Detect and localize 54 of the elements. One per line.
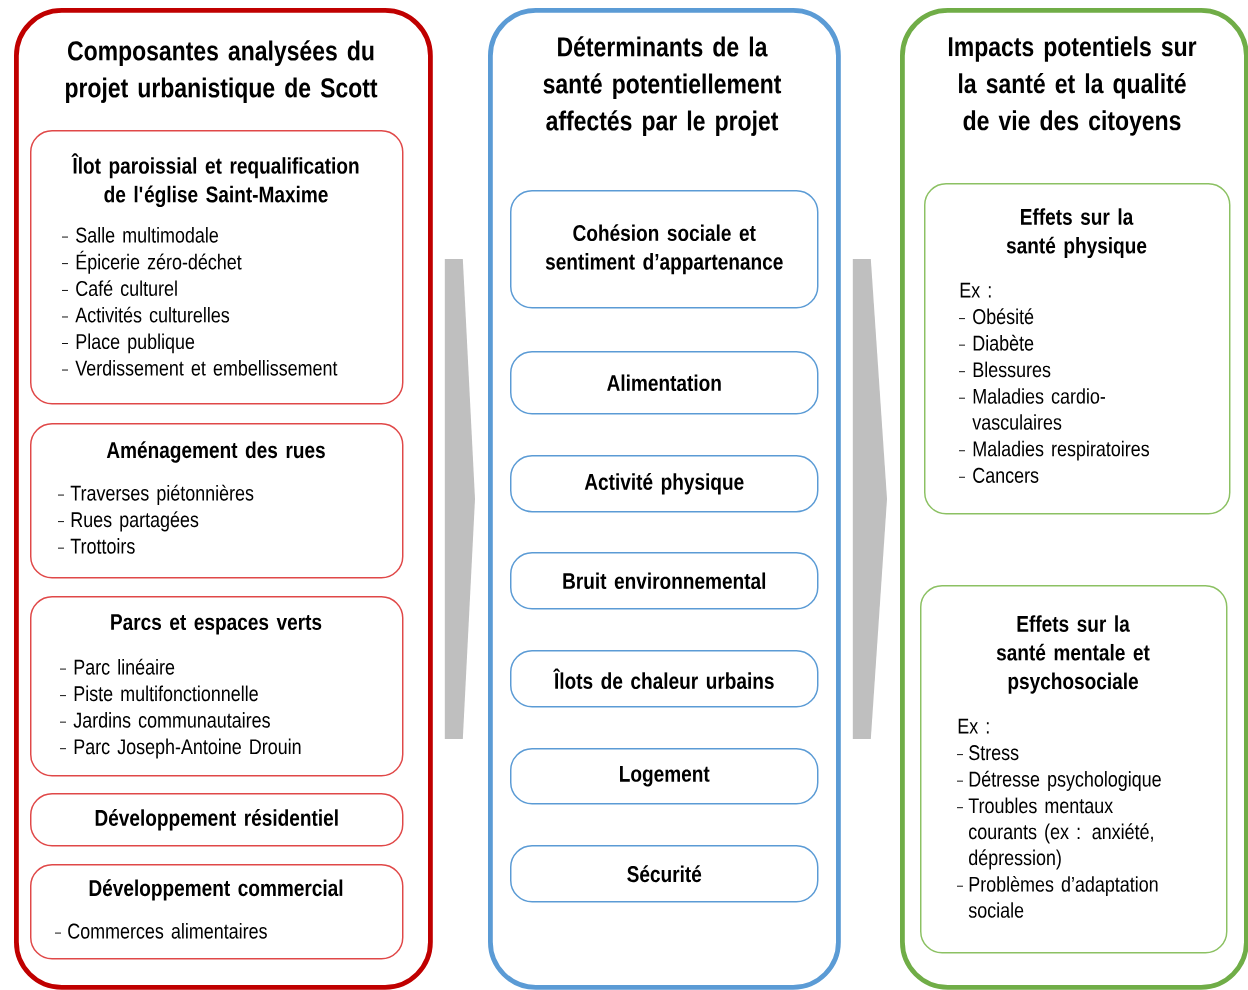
impact-box [924, 183, 1231, 515]
box-heading: Aménagement des rues [106, 441, 325, 463]
list-item: Cancers [958, 467, 1039, 483]
list-label: Ex : [958, 718, 989, 734]
box-heading: Parcs et espaces verts [111, 614, 322, 635]
box-heading: Effets sur la santé mentale et psychosociale [996, 615, 1150, 694]
list-item: Jardins communautaires [59, 712, 270, 728]
list-item: Détresse psychologique [956, 770, 1161, 791]
list-item: Troubles mentaux courants (ex : anxiété, dépression) [956, 797, 1153, 870]
list-item: Parc Joseph-Antoine Drouin [59, 738, 301, 759]
list-item: Stress [956, 745, 1019, 761]
component-box [30, 423, 404, 579]
determinant-box: Alimentation [510, 351, 819, 415]
list-item: Café culturel [61, 280, 177, 297]
list-item: Blessures [958, 361, 1051, 378]
list-item: Maladies respiratoires [958, 440, 1149, 461]
list-item: Trottoirs [57, 538, 135, 554]
list-item: Maladies cardio-vasculaires [958, 388, 1106, 430]
box-heading: Îlot paroissial et requalification de l'église Saint-Maxime [71, 153, 359, 208]
list-label: Ex : [960, 282, 991, 298]
determinant-box: Logement [510, 748, 819, 805]
panel-heading: Composantes analysées du projet urbanistique de Scott [65, 40, 378, 103]
list-item: Verdissement et embellissement [61, 360, 338, 376]
determinant-box: Bruit environnemental [510, 552, 819, 610]
list-item: Traverses piétonnières [57, 484, 254, 505]
panel-heading: Impacts potentiels sur la santé et la qualité de vie des citoyens [948, 36, 1197, 136]
process-arrow [852, 258, 887, 739]
component-box: Développement résidentiel [30, 793, 404, 847]
column-panel [14, 8, 433, 990]
determinant-box: Sécurité [510, 845, 819, 903]
impact-box [920, 585, 1228, 954]
determinant-box: Activité physique [510, 455, 819, 513]
list-item: Diabète [958, 334, 1034, 351]
column-panel [488, 8, 841, 990]
component-box [30, 864, 404, 960]
determinant-box: Îlots de chaleur urbains [510, 650, 819, 708]
list-item: Parc linéaire [59, 658, 175, 675]
list-item: Commerces alimentaires [54, 923, 267, 939]
panel-heading: Déterminants de la santé potentiellement affectés par le projet [543, 36, 782, 136]
list-item: Épicerie zéro-déchet [61, 250, 242, 274]
list-item: Problèmes d’adaptation sociale [956, 875, 1158, 918]
determinant-box: Cohésion sociale et sentiment d’appartenance [510, 190, 819, 309]
column-panel [900, 8, 1248, 990]
list-item: Obésité [958, 308, 1034, 325]
component-box [30, 130, 404, 405]
list-item: Place publique [61, 333, 195, 354]
list-item: Activités culturelles [61, 306, 230, 323]
list-item: Rues partagées [57, 511, 199, 532]
component-box [30, 596, 404, 777]
list-item: Salle multimodale [61, 227, 218, 243]
process-arrow [444, 258, 475, 739]
list-item: Piste multifonctionnelle [59, 685, 258, 702]
box-heading: Effets sur la santé physique [1006, 208, 1147, 259]
box-heading: Développement commercial [89, 879, 343, 901]
